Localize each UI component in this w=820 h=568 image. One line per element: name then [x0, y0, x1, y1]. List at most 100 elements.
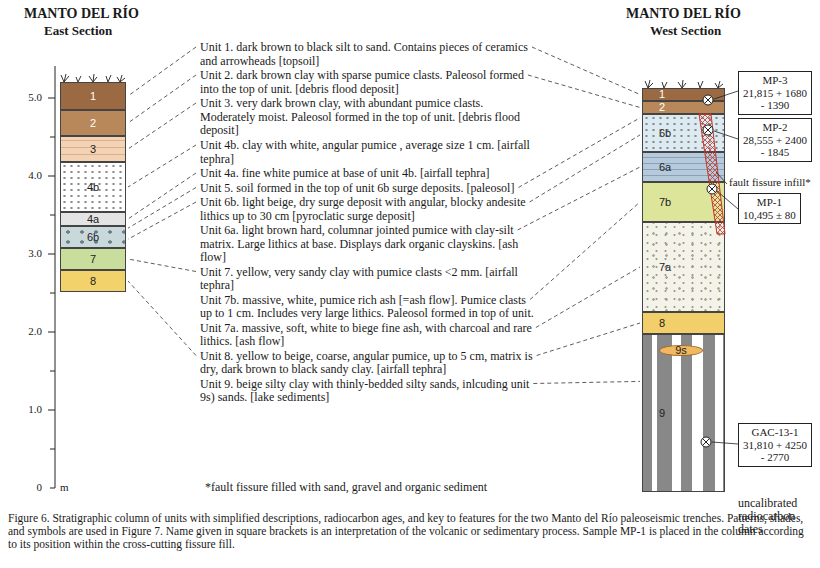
- section-subtitle-box: East Section: [44, 23, 112, 38]
- stratigraphic-unit: 4b: [60, 162, 126, 212]
- section-subtitle: West Section: [650, 23, 721, 38]
- unit-description-box: Unit 6b. light beige, dry surge deposit …: [200, 196, 536, 223]
- unit-number: 7a: [659, 262, 671, 273]
- figure-caption: Figure 6. Stratigraphic column of units …: [8, 512, 804, 550]
- leader-line: [128, 202, 196, 239]
- unit-description: Unit 7a. massive, soft, white to biege f…: [200, 321, 532, 349]
- stratigraphic-unit: 6b: [60, 226, 126, 248]
- unit-description: Unit 5. soil formed in the top of unit 6…: [200, 181, 514, 195]
- leader-line: [530, 202, 640, 300]
- sample-id: MP-2: [743, 121, 807, 134]
- axis-value-box: 4.0: [10, 169, 42, 182]
- axis-value-box: 5.0: [10, 91, 42, 104]
- date-box: GAC-13-131,810 + 4250- 2770: [738, 423, 812, 467]
- axis-value-box: 1.0: [10, 403, 42, 416]
- axis-value: 0: [37, 481, 43, 493]
- axis-value: 3.0: [28, 247, 42, 259]
- unit-description-box: Unit 5. soil formed in the top of unit 6…: [200, 182, 536, 196]
- unit-description-box: Unit 7b. massive, white, pumice rich ash…: [200, 294, 536, 321]
- unit-description: Unit 6a. light brown hard, columnar join…: [200, 223, 518, 264]
- unit-number: 6a: [659, 162, 671, 173]
- date-box: MP-228,555 + 2400- 1845: [738, 118, 812, 162]
- unit-description: Unit 9. beige silty clay with thinly-bed…: [200, 377, 529, 405]
- stratigraphic-unit: 3: [60, 136, 126, 162]
- section-title: MANTO DEL RÍO: [24, 6, 139, 21]
- stratigraphic-unit: 6a: [642, 152, 725, 182]
- leader-line: [532, 47, 640, 95]
- unit-number: 4b: [87, 182, 99, 193]
- section-title: MANTO DEL RÍO: [626, 6, 741, 21]
- unit-description-box: Unit 7. yellow, very sandy clay with pum…: [200, 266, 536, 293]
- radiocarbon-age: - 2770: [743, 451, 807, 464]
- section-title-box: MANTO DEL RÍO: [24, 6, 139, 22]
- unit-description: Unit 1. dark brown to black silt to sand…: [200, 40, 528, 68]
- axis-value-box: 0: [10, 481, 42, 494]
- section-subtitle-box: West Section: [650, 23, 721, 38]
- unit-description: Unit 8. yellow to beige, coarse, angular…: [200, 349, 533, 377]
- leader-line: [530, 135, 640, 202]
- unit-description-box: Unit 2. dark brown clay with sparse pumi…: [200, 69, 536, 96]
- unit-description-box: Unit 1. dark brown to black silt to sand…: [200, 41, 536, 68]
- stratigraphic-unit: 1: [642, 88, 725, 101]
- date-box: MP-321,815 + 1680- 1390: [738, 71, 812, 115]
- stratigraphic-unit: 8: [60, 270, 126, 292]
- unit-description-box: Unit 9. beige silty clay with thinly-bed…: [200, 378, 536, 405]
- leader-line: [128, 173, 196, 219]
- unit-number: 1: [90, 91, 96, 102]
- fault-label: fault fissure infill*: [729, 176, 811, 188]
- sample-id: MP-3: [743, 74, 807, 87]
- leader-line: [128, 188, 196, 229]
- unit-number: 6b: [87, 232, 99, 243]
- axis-unit-box: m: [60, 481, 69, 494]
- leader-line: [128, 47, 196, 96]
- leader-line: [528, 75, 640, 108]
- leader-line: [537, 323, 640, 356]
- leader-line: [128, 145, 196, 187]
- date-box: MP-110,495 ± 80: [738, 193, 801, 224]
- unit-description: Unit 7b. massive, white, pumice rich ash…: [200, 293, 534, 321]
- unit-description: Unit 7. yellow, very sandy clay with pum…: [200, 265, 518, 293]
- axis-value: 1.0: [28, 403, 42, 415]
- unit-number: 8: [659, 318, 665, 329]
- radiocarbon-age: 21,815 + 1680: [743, 87, 807, 100]
- stratigraphic-unit: 7: [60, 248, 126, 270]
- caption-box: Figure 6. Stratigraphic column of units …: [8, 512, 814, 551]
- stratigraphic-unit: 8: [642, 312, 725, 334]
- radiocarbon-age: 28,555 + 2400: [743, 134, 807, 147]
- stratigraphic-unit: 1: [60, 82, 126, 110]
- leader-line: [128, 259, 196, 272]
- leader-line: [128, 103, 196, 149]
- radiocarbon-age: 31,810 + 4250: [743, 439, 807, 452]
- leader-line: [518, 118, 640, 188]
- unit-description-box: Unit 8. yellow to beige, coarse, angular…: [200, 350, 536, 377]
- unit-description-box: Unit 3. very dark brown clay, with abund…: [200, 97, 536, 138]
- radiocarbon-age: - 1845: [743, 146, 807, 159]
- unit-description: Unit 4b. clay with white, angular pumice…: [200, 138, 530, 166]
- axis-unit: m: [60, 481, 69, 493]
- unit-number: 9s: [675, 345, 687, 356]
- unit-description-box: Unit 4a. fine white pumice at base of un…: [200, 167, 536, 181]
- sample-id: GAC-13-1: [743, 426, 807, 439]
- unit-number: 2: [659, 102, 665, 113]
- stratigraphic-unit: 6b: [642, 114, 725, 152]
- fault-label-box: fault fissure infill*: [729, 176, 811, 189]
- unit-number: 7b: [659, 197, 671, 208]
- leader-line: [518, 167, 640, 230]
- axis-value: 5.0: [28, 91, 42, 103]
- sand-lens: 9s: [659, 345, 703, 356]
- unit-description: Unit 6b. light beige, dry surge deposit …: [200, 195, 526, 223]
- sample-id: MP-1: [743, 196, 796, 209]
- unit-description-box: Unit 7a. massive, soft, white to biege f…: [200, 322, 536, 349]
- unit-number: 6b: [659, 128, 671, 139]
- unit-number: 8: [90, 276, 96, 287]
- axis-value: 4.0: [28, 169, 42, 181]
- unit-description: Unit 4a. fine white pumice at base of un…: [200, 166, 490, 180]
- stratigraphic-unit: 4a: [60, 212, 126, 226]
- stratigraphic-unit: 2: [642, 101, 725, 114]
- leader-line: [536, 267, 640, 328]
- section-subtitle: East Section: [44, 23, 112, 38]
- stratigraphic-unit: 2: [60, 110, 126, 136]
- stratigraphic-unit: 7a: [642, 222, 725, 312]
- unit-number: 4a: [87, 214, 99, 225]
- unit-description: Unit 2. dark brown clay with sparse pumi…: [200, 68, 524, 96]
